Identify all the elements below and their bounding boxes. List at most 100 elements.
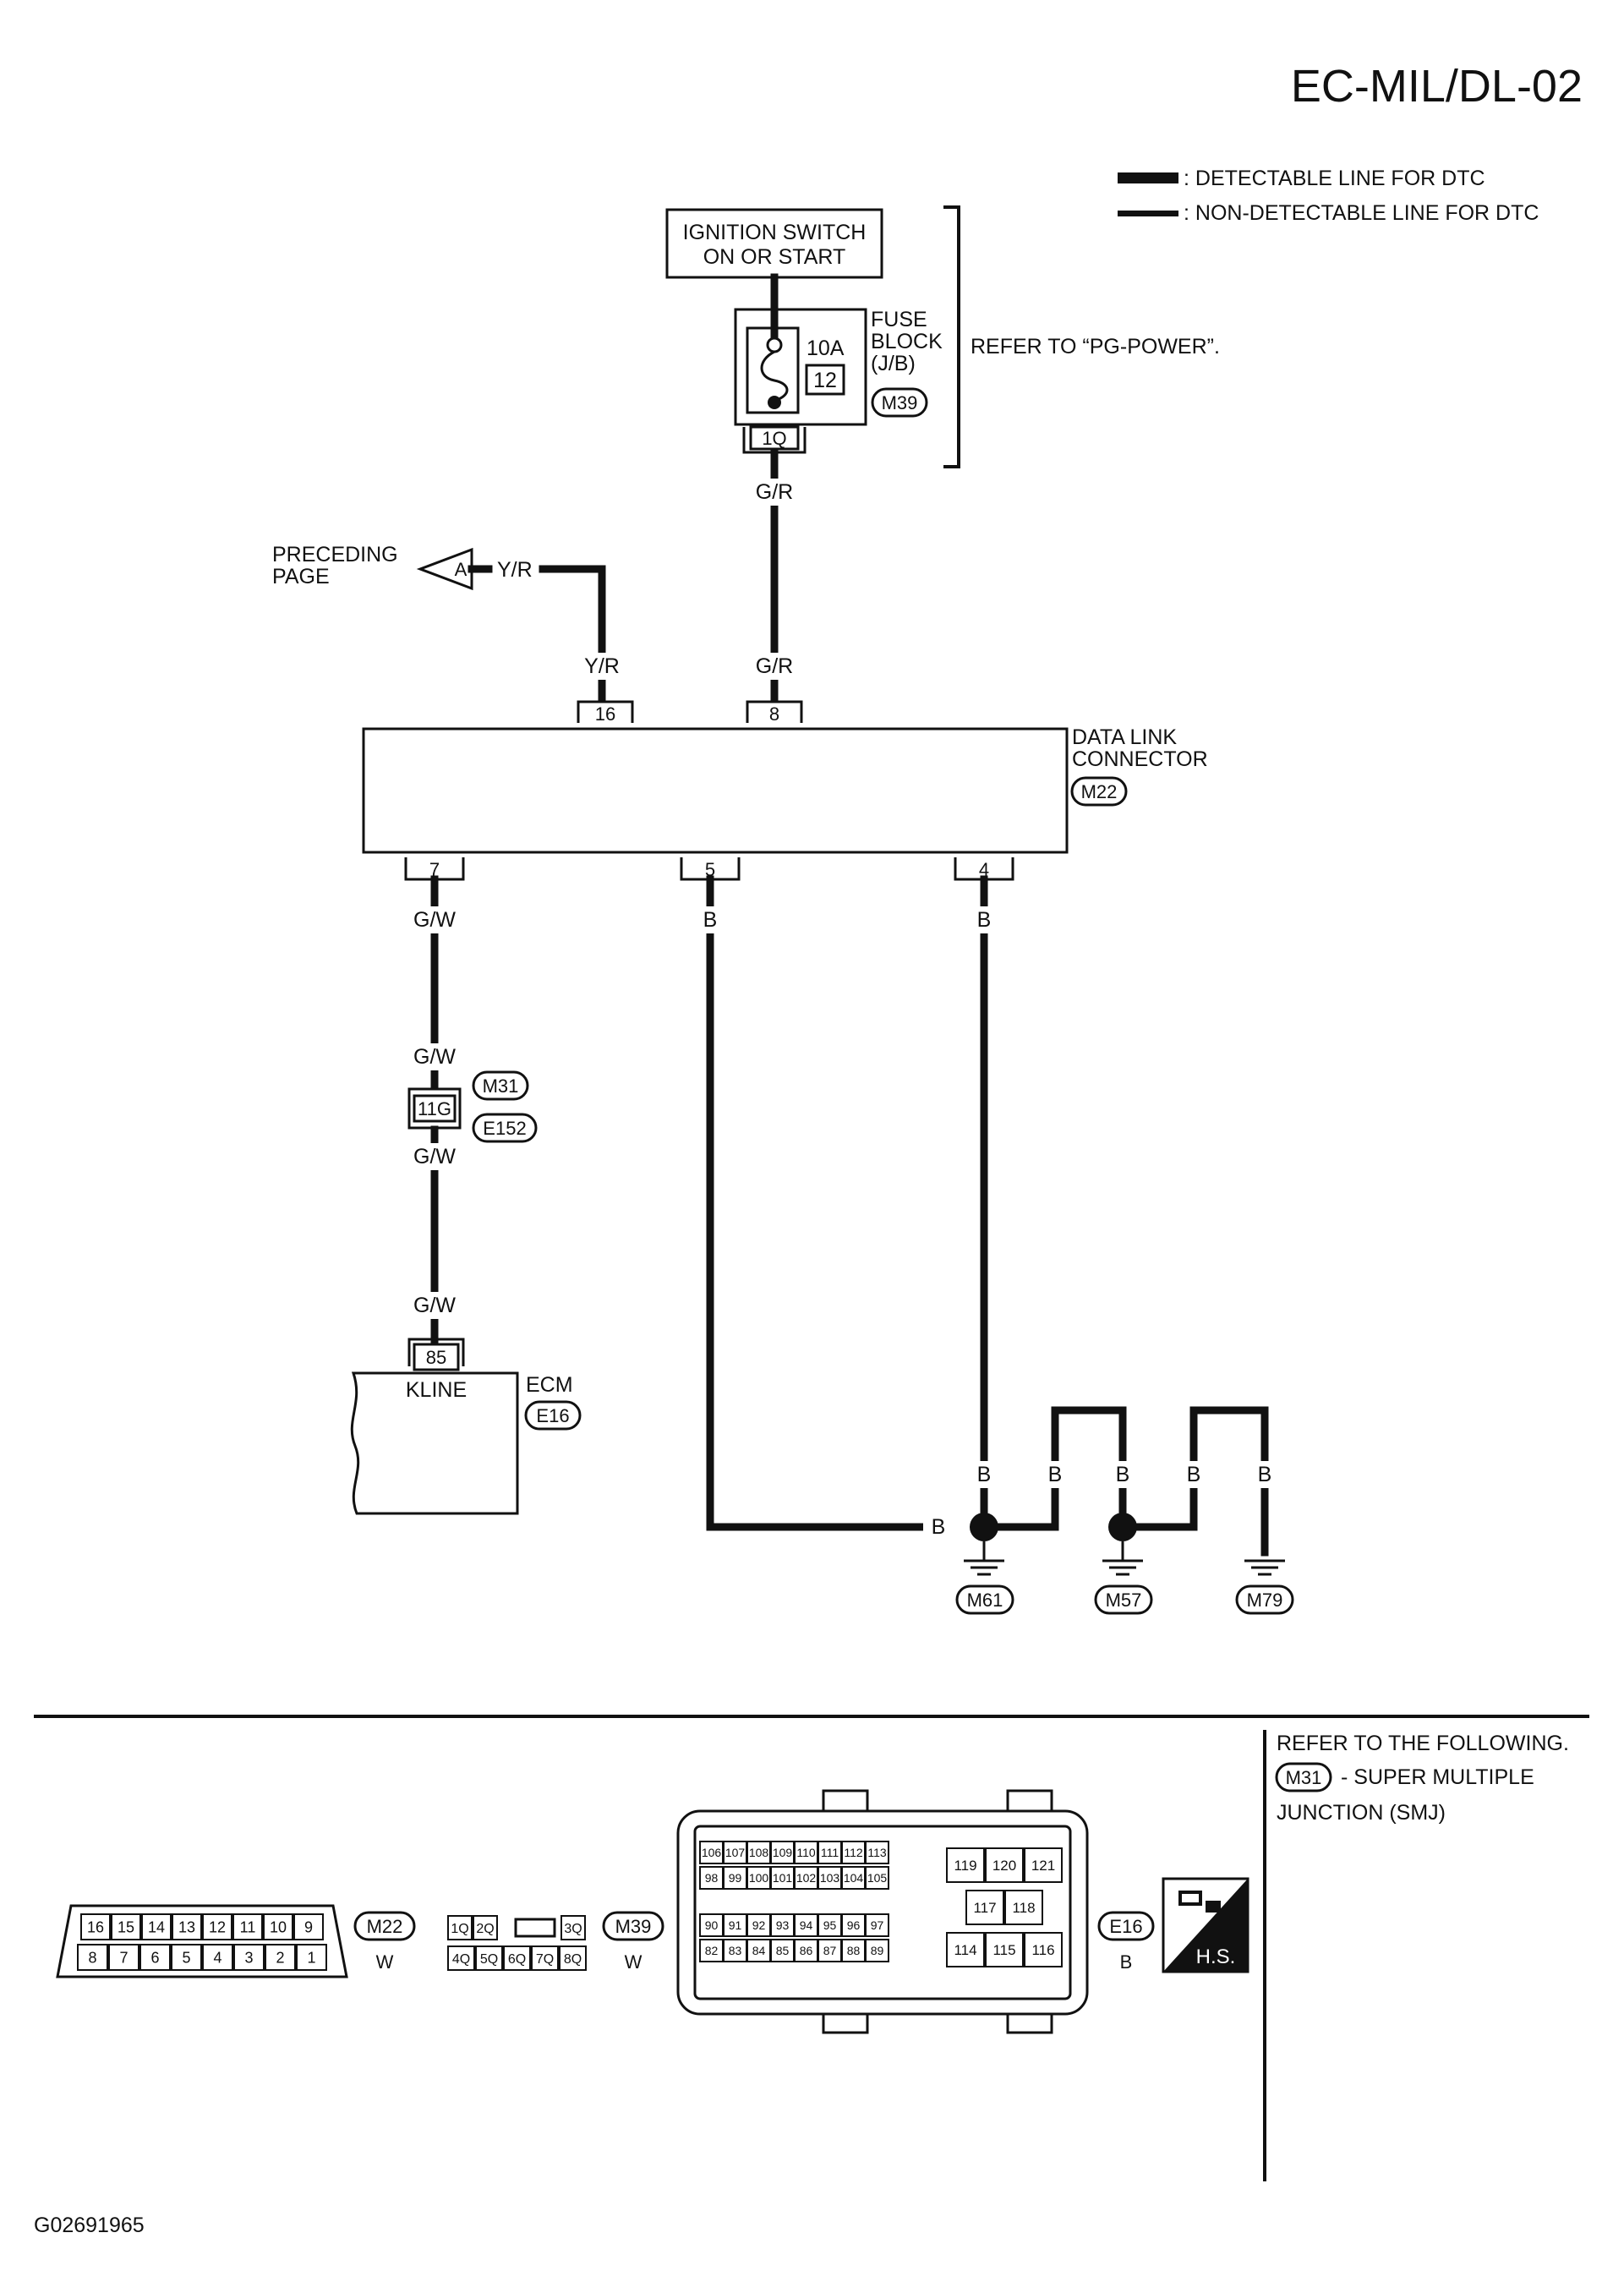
ground-m61-label: M61 xyxy=(967,1590,1003,1611)
page-title: EC-MIL/DL-02 xyxy=(1291,61,1583,112)
connector-terminal: 89 xyxy=(865,1939,889,1962)
connector-terminal-label: 120 xyxy=(992,1858,1016,1874)
connector-terminal: 117 xyxy=(965,1890,1004,1925)
fuse-block-line1: FUSE xyxy=(871,308,927,331)
dlc-pin-8: 8 xyxy=(769,703,779,725)
connector-terminal: 6 xyxy=(139,1944,171,1971)
refer-following-line1: REFER TO THE FOLLOWING. xyxy=(1277,1732,1569,1755)
connector-terminal-label: 94 xyxy=(800,1918,813,1932)
power-bracket xyxy=(943,205,960,468)
connector-terminal: 12 xyxy=(202,1913,232,1940)
connector-terminal-label: 8Q xyxy=(564,1952,582,1967)
dlc-label-line1: DATA LINK xyxy=(1072,725,1177,749)
ground-m57-label: M57 xyxy=(1106,1590,1142,1611)
connector-terminal: 105 xyxy=(865,1866,889,1890)
connector-terminal: 94 xyxy=(794,1913,818,1937)
connector-terminal: 111 xyxy=(817,1841,842,1864)
refer-following-line3: JUNCTION (SMJ) xyxy=(1277,1801,1446,1825)
m22-view-color: W xyxy=(376,1951,394,1973)
connector-terminal-label: 114 xyxy=(954,1942,976,1958)
connector-terminal-label: 112 xyxy=(844,1846,863,1859)
connector-terminal: 103 xyxy=(817,1866,842,1890)
connector-terminal-label: 4Q xyxy=(452,1952,470,1967)
connector-terminal: 10 xyxy=(263,1913,293,1940)
connector-terminal: 6Q xyxy=(503,1945,531,1971)
connector-terminal: 104 xyxy=(841,1866,866,1890)
connector-terminal: 93 xyxy=(770,1913,795,1937)
legend-non-detectable-swatch xyxy=(1118,211,1178,216)
connector-terminal-label: 13 xyxy=(178,1918,195,1935)
connector-terminal: 5Q xyxy=(475,1945,503,1971)
connector-terminal: 3 xyxy=(233,1944,265,1971)
connector-terminal-label: 102 xyxy=(796,1871,817,1885)
connector-terminal: 101 xyxy=(770,1866,795,1890)
preceding-page-marker: PRECEDING PAGE A Y/R xyxy=(272,543,533,591)
e16-view-color: B xyxy=(1120,1951,1133,1973)
splice-point-2 xyxy=(1108,1513,1137,1541)
fuse-amperage: 10A xyxy=(807,337,845,360)
connector-terminal: 83 xyxy=(723,1939,747,1962)
fuse-block: 10A 12 FUSE BLOCK (J/B) M39 1Q xyxy=(734,273,943,454)
wire-b-link1-label: B xyxy=(1048,1463,1063,1486)
dlc-pin-4: 4 xyxy=(979,859,989,880)
connector-terminal: 8 xyxy=(77,1944,108,1971)
legend-non-detectable-text: : NON-DETECTABLE LINE FOR DTC xyxy=(1184,201,1539,225)
connector-terminal: 92 xyxy=(746,1913,771,1937)
connector-terminal: 16 xyxy=(80,1913,111,1940)
connector-terminal-label: 11 xyxy=(240,1918,256,1935)
connector-terminal-label: 83 xyxy=(729,1944,742,1957)
connector-terminal-label: 87 xyxy=(823,1944,837,1957)
connector-terminal-label: 88 xyxy=(847,1944,861,1957)
connector-terminal: 100 xyxy=(746,1866,771,1890)
ecm: 85 KLINE ECM E16 xyxy=(350,1338,582,1515)
connector-terminal: 7 xyxy=(108,1944,139,1971)
connector-terminal-label: 106 xyxy=(702,1846,722,1859)
connector-terminal: 90 xyxy=(699,1913,724,1937)
connector-terminal: 84 xyxy=(746,1939,771,1962)
connector-terminal-label: 10 xyxy=(270,1918,287,1935)
wire-b-link2-label: B xyxy=(1187,1463,1201,1486)
preceding-page-line2: PAGE xyxy=(272,565,330,588)
connector-terminal: 95 xyxy=(817,1913,842,1937)
wire-gw-label-3: G/W xyxy=(413,1145,456,1168)
ecm-label: ECM xyxy=(526,1373,573,1397)
legend-detectable-swatch xyxy=(1118,172,1178,183)
connector-terminal: 85 xyxy=(770,1939,795,1962)
connector-terminal-label: 2 xyxy=(276,1949,284,1966)
connector-terminal-label: 92 xyxy=(752,1918,766,1932)
wire-b-pin4-label: B xyxy=(977,908,992,932)
connector-terminal: 86 xyxy=(794,1939,818,1962)
e16-view-label: E16 xyxy=(1109,1916,1142,1937)
preceding-page-line1: PRECEDING xyxy=(272,543,398,566)
connector-terminal-label: 89 xyxy=(871,1944,884,1957)
connector-terminal: 108 xyxy=(746,1841,771,1864)
connector-terminal-label: 107 xyxy=(725,1846,746,1859)
connector-terminal-label: 84 xyxy=(752,1944,766,1957)
wire-b-link-1-2 xyxy=(980,1406,1127,1531)
connector-terminal-label: 5Q xyxy=(480,1952,498,1967)
fuse-block-connector: M39 xyxy=(882,392,918,413)
connector-terminal-label: 6 xyxy=(150,1949,159,1966)
ground-m61: M61 xyxy=(955,1541,1014,1615)
connector-terminal-label: 93 xyxy=(776,1918,790,1932)
connector-terminal: 5 xyxy=(171,1944,202,1971)
wire-b-ground1-label: B xyxy=(977,1463,992,1486)
connector-terminal-label: 4 xyxy=(213,1949,221,1966)
connector-terminal-label: 2Q xyxy=(476,1922,494,1936)
ecm-terminal: 85 xyxy=(426,1347,446,1368)
fuse-element xyxy=(760,350,789,402)
connector-terminal-label: 91 xyxy=(729,1918,742,1932)
wire-yr-lower-label: Y/R xyxy=(584,654,620,678)
connector-terminal-label: 110 xyxy=(796,1846,816,1859)
connector-terminal-label: 16 xyxy=(87,1918,104,1935)
refer-following: REFER TO THE FOLLOWING. M31 - SUPER MULT… xyxy=(1275,1732,1569,1825)
connector-terminal: 107 xyxy=(723,1841,747,1864)
connector-terminal-label: 85 xyxy=(776,1944,790,1957)
fuse-top-terminal xyxy=(766,337,783,353)
connector-terminal-label: 121 xyxy=(1031,1858,1055,1874)
wire-yr-upper-label: Y/R xyxy=(497,558,533,582)
connector-terminal-label: 101 xyxy=(773,1871,793,1885)
connector-terminal-label: 105 xyxy=(867,1871,888,1885)
